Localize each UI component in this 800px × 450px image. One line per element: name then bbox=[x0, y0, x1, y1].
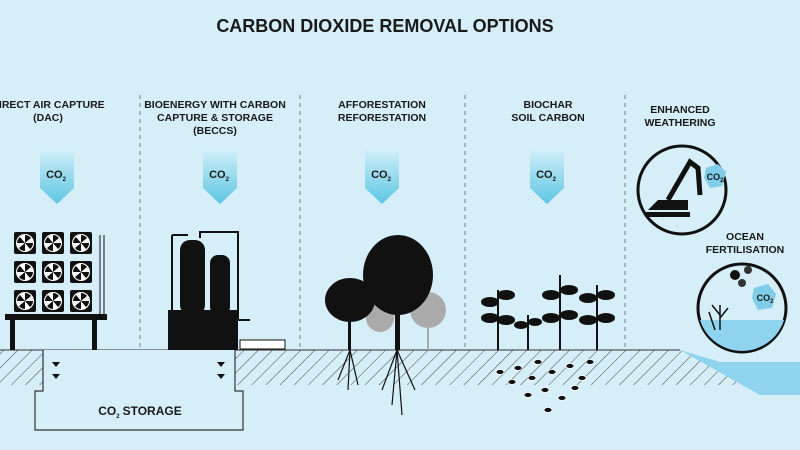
label-ocean-fertilisation: OCEAN FERTILISATION bbox=[706, 231, 785, 256]
svg-text:DIRECT AIR CAPTURE: DIRECT AIR CAPTURE bbox=[0, 99, 105, 111]
label-afforestation: AFFORESTATION REFORESTATION bbox=[338, 99, 426, 124]
label-biochar: BIOCHAR SOIL CARBON bbox=[511, 99, 584, 124]
label-beccs: BIOENERGY WITH CARBON CAPTURE & STORAGE … bbox=[144, 99, 286, 137]
svg-text:CO2: CO2 bbox=[371, 169, 392, 183]
svg-text:REFORESTATION: REFORESTATION bbox=[338, 112, 426, 124]
svg-text:AFFORESTATION: AFFORESTATION bbox=[338, 99, 426, 111]
svg-text:CO2: CO2 bbox=[46, 169, 67, 183]
biochar-particles bbox=[495, 359, 595, 413]
co2-arrow-afforestation: CO2 bbox=[365, 150, 399, 204]
svg-text:(DAC): (DAC) bbox=[33, 112, 63, 124]
page-title: CARBON DIOXIDE REMOVAL OPTIONS bbox=[216, 16, 553, 36]
svg-text:(BECCS): (BECCS) bbox=[193, 125, 237, 137]
svg-text:CAPTURE & STORAGE: CAPTURE & STORAGE bbox=[157, 112, 273, 124]
svg-text:FERTILISATION: FERTILISATION bbox=[706, 244, 785, 256]
beccs-plant-icon bbox=[168, 231, 286, 350]
svg-text:SOIL CARBON: SOIL CARBON bbox=[511, 112, 584, 124]
column-dividers bbox=[139, 95, 626, 350]
svg-text:BIOENERGY WITH CARBON: BIOENERGY WITH CARBON bbox=[144, 99, 286, 111]
ocean-fertilisation-icon: CO2 bbox=[696, 262, 788, 354]
co2-arrow-biochar: CO2 bbox=[530, 150, 564, 204]
svg-text:CO2: CO2 bbox=[536, 169, 557, 183]
svg-text:ENHANCED: ENHANCED bbox=[650, 104, 710, 116]
trees-icon bbox=[325, 235, 446, 416]
svg-text:CO2: CO2 bbox=[757, 293, 775, 305]
svg-text:BIOCHAR: BIOCHAR bbox=[524, 99, 573, 111]
enhanced-weathering-icon: CO2 bbox=[636, 144, 728, 236]
dac-unit-icon bbox=[5, 232, 107, 350]
svg-text:CO2: CO2 bbox=[707, 172, 725, 184]
svg-text:WEATHERING: WEATHERING bbox=[645, 117, 716, 129]
svg-text:OCEAN: OCEAN bbox=[726, 231, 764, 243]
label-enhanced-weathering: ENHANCED WEATHERING bbox=[645, 104, 716, 129]
co2-arrow-beccs: CO2 bbox=[203, 150, 237, 204]
co2-arrow-dac: CO2 bbox=[40, 150, 74, 204]
label-dac: DIRECT AIR CAPTURE (DAC) bbox=[0, 99, 105, 124]
biochar-plants-icon bbox=[481, 275, 615, 413]
ocean-water bbox=[680, 350, 800, 395]
svg-text:CO2: CO2 bbox=[209, 169, 230, 183]
